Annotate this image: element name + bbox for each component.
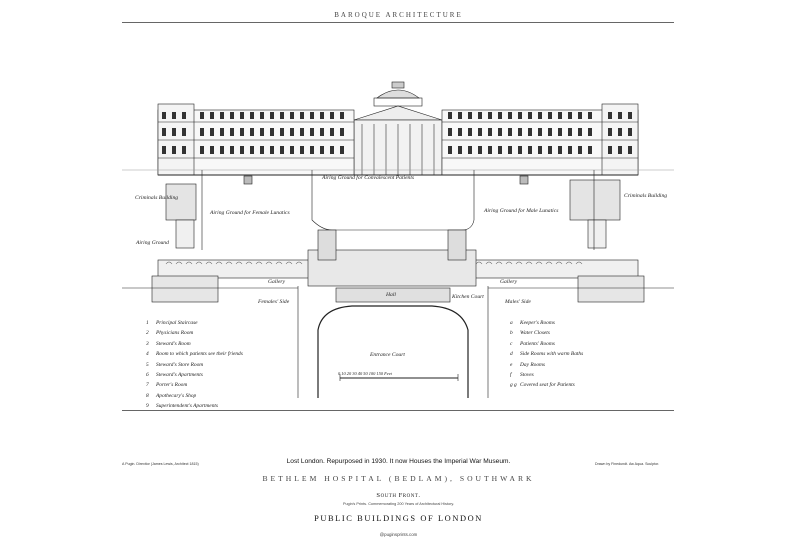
label-males-side: Males' Side [505, 299, 531, 305]
label-gallery-right: Gallery [500, 279, 518, 285]
scale-bar-label: 0 10 20 30 40 50 100 150 Feet [338, 371, 392, 376]
series-title: PUBLIC BUILDINGS OF LONDON [314, 514, 483, 523]
print-title: BETHLEM HOSPITAL (BEDLAM), SOUTHWARK [262, 474, 535, 483]
label-criminals-building-left: Criminals Building [135, 195, 179, 201]
label-hall: Hall [386, 292, 396, 298]
label-gallery-left: Gallery [268, 279, 286, 285]
credit-left: A Pugin. Direxitor (James Lewis, Archite… [122, 462, 199, 466]
label-airing-female: Airing Ground for Female Lunatics [210, 210, 290, 216]
engraving-plate [122, 81, 674, 398]
label-airing-ground: Airing Ground [136, 240, 169, 246]
label-airing-male: Airing Ground for Male Lunatics [484, 208, 559, 214]
website-link[interactable]: @puginsprints.com [379, 532, 418, 537]
page-header: BAROQUE ARCHITECTURE [334, 11, 463, 19]
caption: Lost London. Repurposed in 1930. It now … [286, 458, 511, 465]
header-rule [122, 22, 674, 23]
commemoration-note: Pugin's Prints. Commemorating 200 Years … [342, 502, 455, 506]
print-subtitle: South Front. [376, 492, 421, 499]
elevation-windows [162, 112, 632, 154]
credit-right: Drawn by Finedundt. Aw Aqua. Sculptor. [595, 462, 660, 466]
label-airing-convalescent: Airing Ground for Convalescent Patients [322, 175, 415, 181]
label-entrance-court: Entrance Court [370, 352, 405, 358]
label-females-side: Females' Side [258, 299, 290, 305]
ground-plan [122, 169, 674, 398]
label-criminals-building-right: Criminals Building [624, 193, 668, 199]
label-kitchen-court: Kitchen Court [452, 294, 484, 300]
plate-bottom-rule [122, 410, 674, 411]
